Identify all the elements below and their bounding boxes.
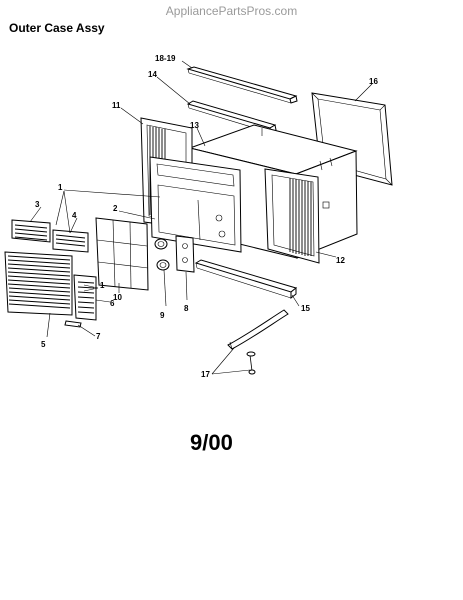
callout-6: 6 xyxy=(110,299,115,308)
part-vent-lever xyxy=(64,320,82,328)
callout-11: 11 xyxy=(112,101,121,110)
callout-15: 15 xyxy=(301,304,310,313)
callout-16: 16 xyxy=(369,77,378,86)
callout-4: 4 xyxy=(72,211,77,220)
callout-8: 8 xyxy=(184,304,189,313)
callout-13: 13 xyxy=(190,121,199,130)
part-control-panel xyxy=(175,235,195,273)
callout-2: 2 xyxy=(113,204,118,213)
part-front-grille xyxy=(4,251,73,316)
part-louver-left xyxy=(11,219,51,243)
callout-1-middle: 1 xyxy=(100,281,105,290)
part-top-rail xyxy=(186,66,298,104)
part-support-bolt xyxy=(246,351,256,375)
callout-12: 12 xyxy=(336,256,345,265)
callout-7: 7 xyxy=(96,332,101,341)
diagram-title: Outer Case Assy xyxy=(9,21,105,35)
callout-3: 3 xyxy=(35,200,40,209)
callout-14: 14 xyxy=(148,70,157,79)
callout-1-top: 1 xyxy=(58,183,63,192)
part-louver-right xyxy=(52,229,89,253)
callout-18-19: 18-19 xyxy=(155,54,176,63)
part-front-frame xyxy=(149,156,242,253)
callout-17: 17 xyxy=(201,370,210,379)
callout-5: 5 xyxy=(41,340,46,349)
part-filter xyxy=(95,217,149,291)
part-bottom-rail xyxy=(194,259,298,300)
date-code: 9/00 xyxy=(190,430,233,455)
part-drain-pan xyxy=(227,309,289,350)
leader-lines xyxy=(29,60,373,375)
watermark-text: AppliancePartsPros.com xyxy=(165,4,298,18)
part-knob-lower xyxy=(156,259,170,271)
callout-9: 9 xyxy=(160,311,165,320)
callout-10: 10 xyxy=(113,293,122,302)
part-side-curtain-right xyxy=(264,168,330,264)
part-vent-door xyxy=(73,274,97,321)
part-knob-upper xyxy=(154,238,168,250)
